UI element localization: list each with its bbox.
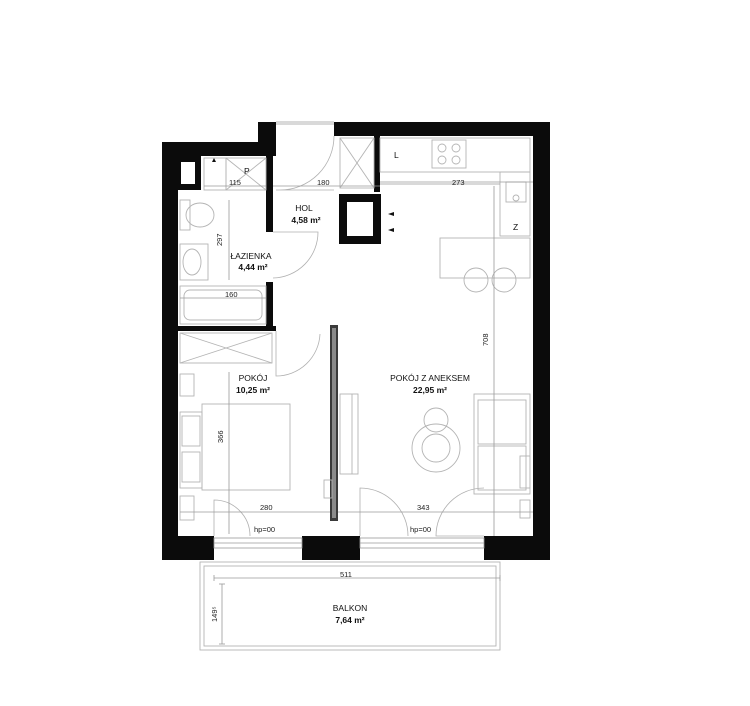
dim-160: 160 [225,290,238,299]
dim-297: 297 [215,233,224,246]
wall-kitchen-shaft [374,136,380,192]
dim-180: 180 [317,178,330,187]
dim-149: 149⁵ [210,606,219,622]
symbol-p: P [244,166,250,176]
cooktop [431,139,467,169]
balkon-name: BALKON [333,603,368,613]
pokoj-area: 10,25 m² [236,385,270,395]
symbols: P L Z [244,150,518,232]
balkon-area: 7,64 m² [335,615,364,625]
dim-366: 366 [216,430,225,443]
dim-273: 273 [452,178,465,187]
hol-name: HOL [295,203,313,213]
pokoj-aneks-area: 22,95 m² [413,385,447,395]
wardrobe [179,332,273,364]
dim-511: 511 [340,570,352,579]
dim-280: 280 [260,503,273,512]
pokoj-aneks-name: POKÓJ Z ANEKSEM [390,373,470,383]
windows [213,121,485,549]
wall-bottom-1 [162,536,214,560]
door-balcony-living-1 [359,487,409,537]
doors [213,135,485,537]
wall-notch [258,122,276,156]
bath-sink [179,243,209,281]
balcony-railing [199,561,501,651]
dimension-lines [180,158,533,536]
stool-1 [463,267,489,293]
toilet [179,199,191,231]
sill-right: hp=00 [410,525,431,534]
door-balcony-room [213,499,251,537]
door-room [275,331,321,377]
lazienka-area: 4,44 m² [238,262,267,272]
door-bathroom [272,231,319,279]
dim-708: 708 [481,333,490,346]
sofa [473,393,531,495]
dining-island [439,237,531,279]
balcony [199,561,501,651]
wall-top-right [334,122,550,136]
dim-343: 343 [417,503,430,512]
walls [162,122,550,560]
door-entrance [276,135,335,191]
wall-right [533,122,550,560]
wall-hol-bath-top [266,156,273,232]
symbol-z: Z [513,222,518,232]
wall-bottom-2 [302,536,360,560]
wall-left [162,142,178,560]
bathtub [179,285,267,325]
dim-115: 115 [229,178,241,187]
kitchen-counter-top [379,137,531,173]
wall-bath-room [178,326,276,331]
dimension-labels: 115 180 273 297 160 708 366 280 343 511 … [210,178,490,622]
round-table [411,423,461,473]
kitchen-counter-right [499,171,531,237]
bed [201,403,291,491]
wall-top-left [162,142,276,156]
hol-area: 4,58 m² [291,215,320,225]
tv-console [339,393,359,475]
sill-left: hp=00 [254,525,275,534]
lazienka-name: ŁAZIENKA [230,251,271,261]
wall-hol-bath-low [266,282,273,328]
furniture [179,137,531,521]
wall-bottom-3 [484,536,550,560]
room-labels: HOL 4,58 m² ŁAZIENKA 4,44 m² POKÓJ 10,25… [230,203,469,625]
symbol-l: L [394,150,399,160]
pokoj-name: POKÓJ [239,373,268,383]
stool-2 [491,267,517,293]
